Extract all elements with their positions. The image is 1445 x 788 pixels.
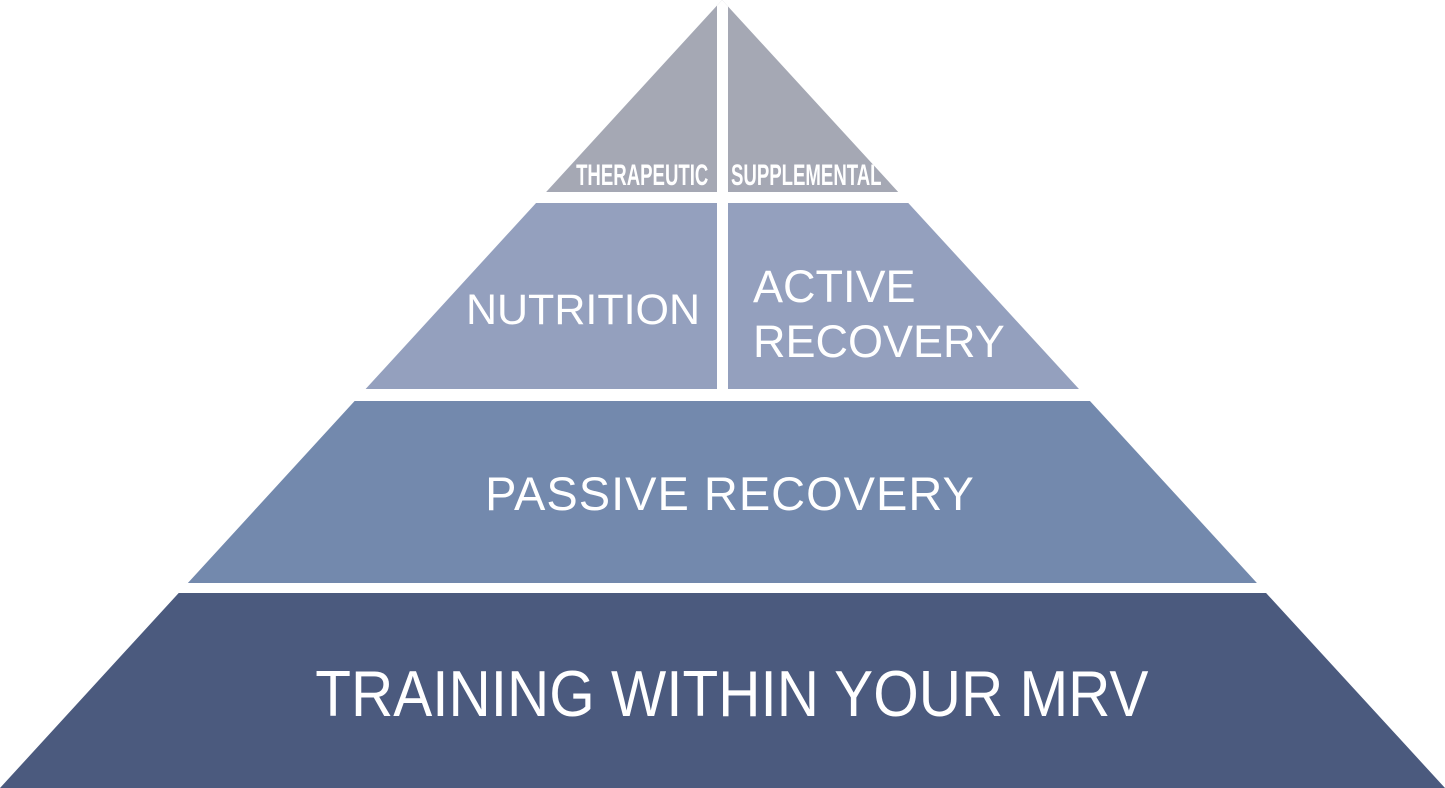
therapeutic-label-text: THERAPEUTIC <box>575 159 708 192</box>
nutrition-label: NUTRITION <box>465 286 701 334</box>
active-recovery-label: ACTIVE RECOVERY <box>753 259 1005 369</box>
active-recovery-line-1: ACTIVE <box>753 261 916 312</box>
passive-recovery-label: PASSIVE RECOVERY <box>485 467 975 520</box>
active-recovery-line-2: RECOVERY <box>753 316 1005 367</box>
training-mrv-label-text: TRAINING WITHIN YOUR MRV <box>315 657 1149 730</box>
training-mrv-label: TRAINING WITHIN YOUR MRV <box>132 661 1332 726</box>
therapeutic-label: THERAPEUTIC <box>440 161 708 191</box>
supplemental-label: SUPPLEMENTAL <box>731 161 999 191</box>
tier-training-mrv-band <box>0 593 1445 788</box>
vertical-divider <box>717 0 728 389</box>
supplemental-label-text: SUPPLEMENTAL <box>731 159 882 192</box>
